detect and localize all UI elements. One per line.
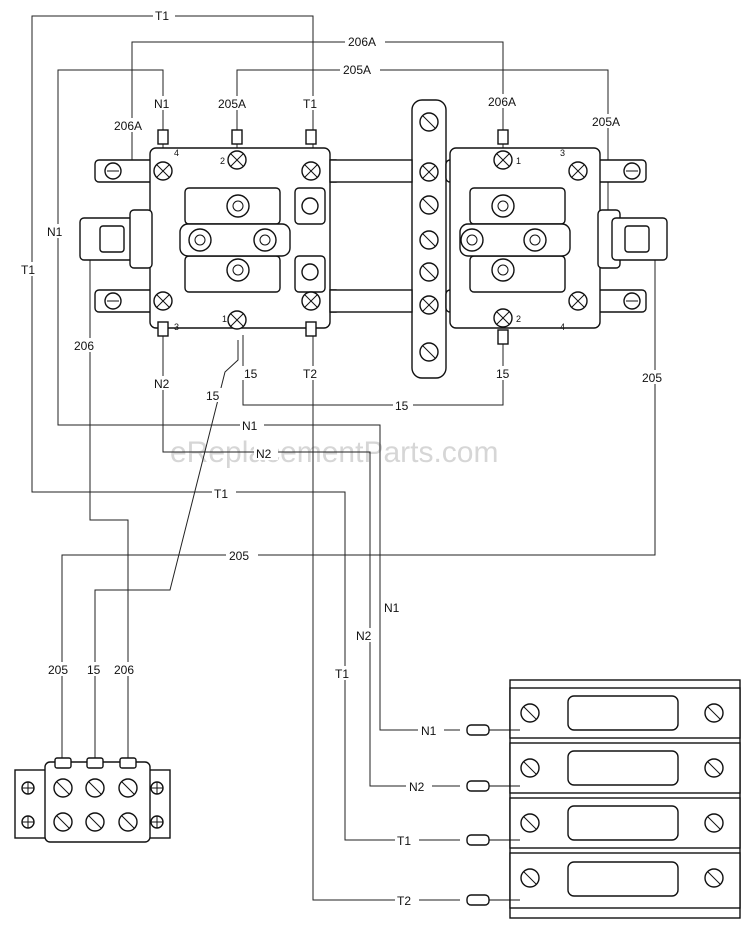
label-206-left: 206 xyxy=(74,339,94,353)
terminal-numbers: 4 2 3 1 1 3 2 4 xyxy=(174,148,565,332)
term-num-right-top-right: 3 xyxy=(560,148,565,158)
label-15-c: 15 xyxy=(206,389,220,403)
wire-t2 xyxy=(312,335,460,901)
wire-n1 xyxy=(57,69,460,731)
term-num-right-bottom-right: 4 xyxy=(560,322,565,332)
label-205a-top: 205A xyxy=(343,63,371,77)
label-t1-top: T1 xyxy=(155,9,169,23)
label-n2-fuse: N2 xyxy=(409,780,425,794)
wire-t1-outer xyxy=(31,15,460,841)
fuse-block-t2 xyxy=(509,852,741,909)
fuse-blocks xyxy=(466,679,741,919)
fuse-block-n1 xyxy=(509,687,741,739)
term-num-right-top-left: 1 xyxy=(516,156,521,166)
label-t1-fuse: T1 xyxy=(397,834,411,848)
label-n1-mid: N1 xyxy=(242,419,258,433)
label-t1-left: T1 xyxy=(21,263,35,277)
wire-206 xyxy=(89,260,129,762)
label-205-right: 205 xyxy=(642,371,662,385)
label-15-block: 15 xyxy=(87,663,101,677)
label-206a-term-right: 206A xyxy=(488,95,516,109)
label-t1-mid: T1 xyxy=(214,487,228,501)
term-num-right-bottom-left: 2 xyxy=(516,314,521,324)
wire-n2 xyxy=(162,335,460,787)
wire-15 xyxy=(94,340,239,762)
label-n2-term: N2 xyxy=(154,377,170,391)
term-num-left-top-left: 4 xyxy=(174,148,179,158)
label-206a-top: 206A xyxy=(348,35,376,49)
label-15-b: 15 xyxy=(496,367,510,381)
fuse-block-t1 xyxy=(509,797,741,849)
label-n1-fuse: N1 xyxy=(421,724,437,738)
label-15-d: 15 xyxy=(395,399,409,413)
label-205-mid: 205 xyxy=(229,549,249,563)
fuse-block-n2 xyxy=(509,742,741,794)
label-t1-term: T1 xyxy=(303,97,317,111)
label-t2-fuse: T2 xyxy=(397,894,411,908)
label-15-a: 15 xyxy=(244,367,258,381)
label-205-block: 205 xyxy=(48,663,68,677)
label-n1-diag: N1 xyxy=(384,601,400,615)
term-num-left-bottom-right: 1 xyxy=(222,314,227,324)
wire-labels: T1 206A 205A N1 205A T1 206A 205A 206A N… xyxy=(20,8,670,908)
wire-205 xyxy=(61,260,656,762)
label-t1-diag: T1 xyxy=(335,667,349,681)
term-num-left-bottom-left: 3 xyxy=(174,322,179,332)
label-n1-left: N1 xyxy=(47,225,63,239)
label-206-block: 206 xyxy=(114,663,134,677)
left-relay xyxy=(79,129,341,337)
right-relay xyxy=(329,99,668,379)
term-num-left-top-right: 2 xyxy=(220,156,225,166)
label-n2-mid: N2 xyxy=(256,447,272,461)
label-n1-term: N1 xyxy=(154,97,170,111)
label-206a-left: 206A xyxy=(114,119,142,133)
terminal-block xyxy=(14,757,171,843)
label-205a-term-right: 205A xyxy=(592,115,620,129)
label-n2-diag: N2 xyxy=(356,629,372,643)
wire-15-bus xyxy=(242,335,504,406)
label-t2-term: T2 xyxy=(303,367,317,381)
label-205a-term-left: 205A xyxy=(218,97,246,111)
